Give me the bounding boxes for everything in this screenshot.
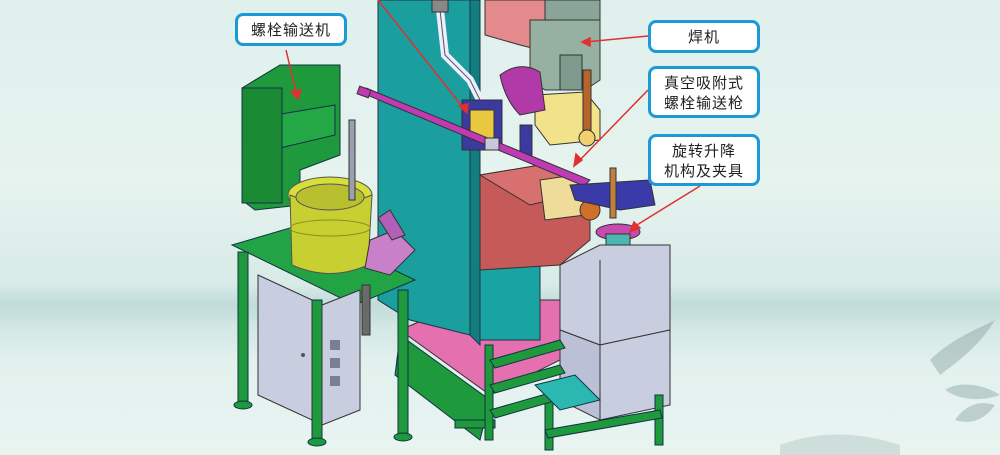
vacuum-bolt-gun [356,85,591,187]
label-bolt-feeder-text: 螺栓输送机 [250,21,331,39]
label-rotary-lift-line1: 旋转升降 [671,142,736,160]
label-bolt-feeder: 螺栓输送机 [235,13,347,46]
label-welder-text: 焊机 [687,28,720,46]
label-vacuum-bolt-gun-line2: 螺栓输送枪 [663,94,744,112]
leader-arrows [285,0,701,234]
label-rotary-lift-line2: 机构及夹具 [663,162,744,180]
ink-plant-decoration [780,320,1000,455]
label-rotary-lift: 旋转升降 机构及夹具 [648,134,760,186]
label-vacuum-bolt-gun: 真空吸附式 螺栓输送枪 [648,66,760,118]
label-welder: 焊机 [648,20,760,53]
operator-platform [484,339,664,451]
bolt-feeder-machine [230,64,417,447]
label-vacuum-bolt-gun-line1: 真空吸附式 [663,74,744,92]
